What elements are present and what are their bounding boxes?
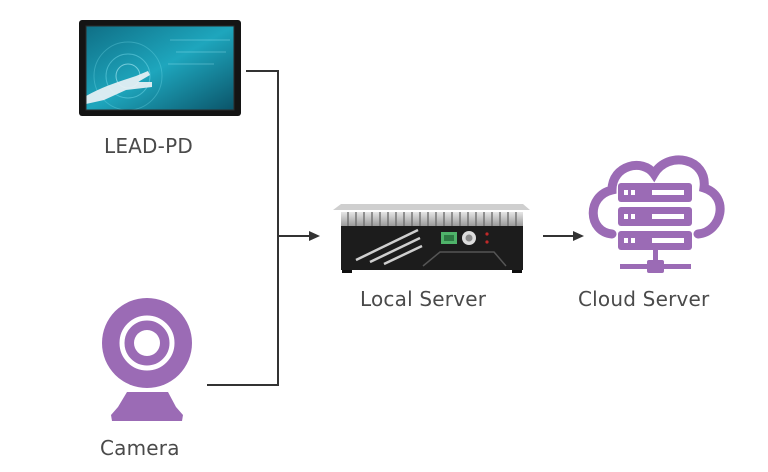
arrow-to-local-server: [278, 231, 320, 241]
cloud-server-label: Cloud Server: [578, 287, 710, 311]
lead-pd-label: LEAD-PD: [104, 134, 193, 158]
local-server-label: Local Server: [360, 287, 487, 311]
camera-label: Camera: [100, 436, 180, 460]
lead-pd-monitor-icon: [79, 20, 241, 116]
connector-lead-pd: [246, 70, 279, 236]
camera-icon: [102, 298, 192, 421]
arrow-to-cloud-server: [543, 231, 584, 241]
local-server-icon: [333, 204, 530, 273]
cloud-server-icon: [588, 155, 725, 273]
connector-camera: [207, 236, 279, 386]
